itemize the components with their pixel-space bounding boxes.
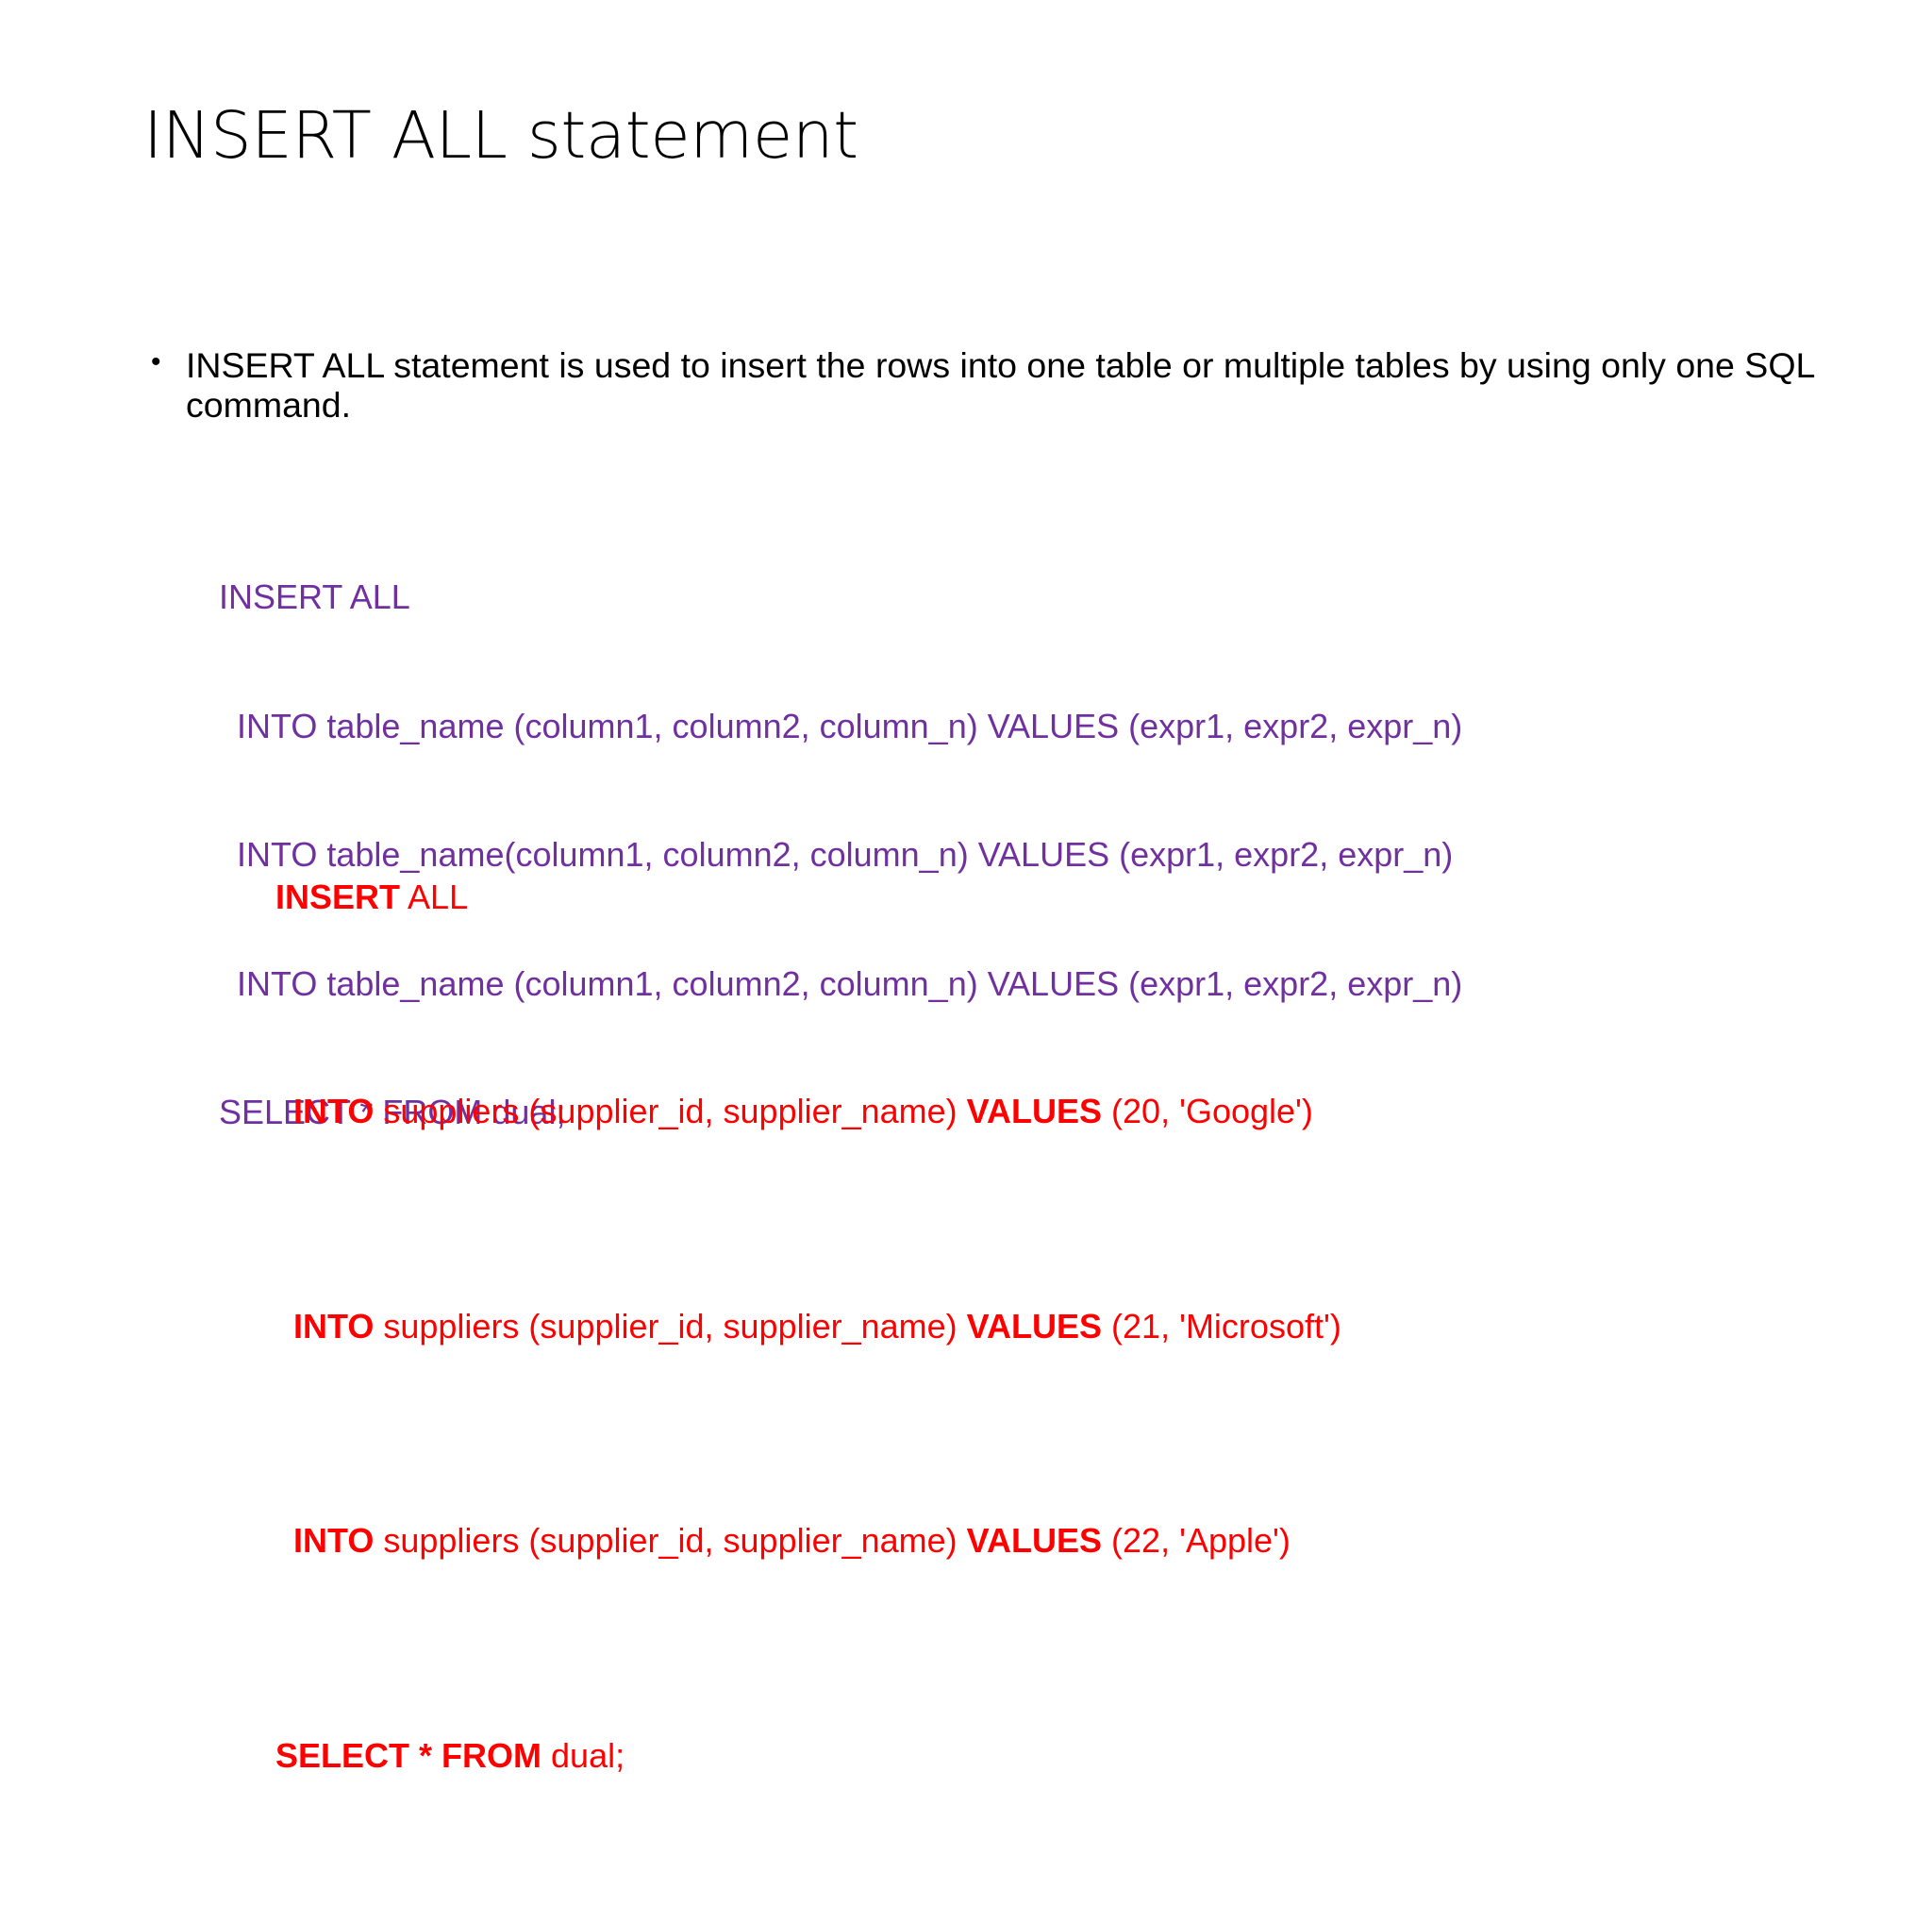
sql-keyword: VALUES (966, 1092, 1103, 1130)
page-title: INSERT ALL statement (143, 98, 858, 174)
slide-canvas: INSERT ALL statement INSERT ALL statemen… (0, 0, 1932, 1087)
list-item: INSERT ALL statement is used to insert t… (142, 343, 1830, 425)
code-line: INSERT ALL (219, 832, 1341, 961)
code-line: INTO table_name(column1, column2, column… (237, 835, 1454, 874)
sql-keyword: INTO (293, 1306, 375, 1346)
code-line: INTO suppliers (supplier_id, supplier_na… (219, 1262, 1341, 1391)
code-text: ALL (400, 877, 469, 916)
code-line: INTO suppliers (supplier_id, supplier_na… (219, 1477, 1341, 1606)
code-text: (21, 'Microsoft') (1102, 1306, 1341, 1346)
code-line: SELECT * FROM dual; (219, 1691, 1341, 1820)
code-line: INTO table_name (column1, column2, colum… (237, 963, 1463, 1003)
sql-keyword: INTO (293, 1092, 375, 1130)
example-code-block: INSERT ALL INTO suppliers (supplier_id, … (219, 746, 1341, 1906)
code-text: (22, 'Apple') (1102, 1521, 1291, 1560)
code-text: suppliers (supplier_id, supplier_name) (374, 1306, 967, 1346)
sql-keyword: SELECT * FROM (275, 1735, 542, 1775)
sql-keyword: VALUES (966, 1306, 1103, 1346)
code-line: INSERT ALL (219, 577, 410, 616)
code-text: (20, 'Google') (1102, 1092, 1313, 1130)
code-text: suppliers (supplier_id, supplier_name) (374, 1521, 967, 1560)
bullet-list: INSERT ALL statement is used to insert t… (142, 343, 1830, 425)
sql-keyword: INSERT (275, 877, 401, 916)
sql-keyword: INTO (293, 1521, 375, 1560)
code-text: suppliers (supplier_id, supplier_name) (374, 1092, 967, 1130)
sql-keyword: VALUES (966, 1521, 1103, 1560)
syntax-code-block: INSERT ALL INTO table_name (column1, col… (219, 490, 1462, 1220)
code-line: INTO suppliers (supplier_id, supplier_na… (219, 1047, 1341, 1177)
code-text: dual; (541, 1735, 625, 1775)
code-line: INTO table_name (column1, column2, colum… (237, 706, 1463, 745)
